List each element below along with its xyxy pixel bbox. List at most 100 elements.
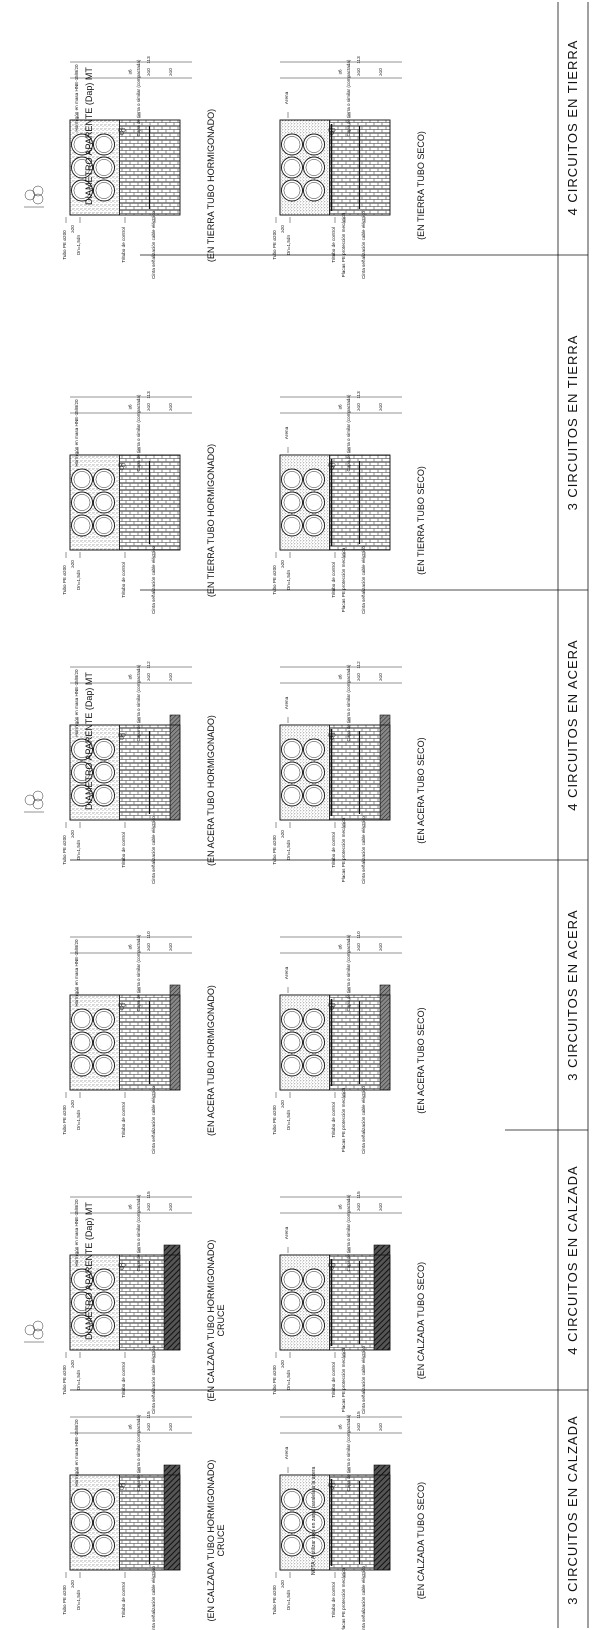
cable-tube-inner [305, 517, 323, 534]
cable-tube-inner [305, 494, 323, 511]
column-1: 3 CIRCUITOS EN CALZADA(EN CALZADA TUBO S… [62, 1389, 588, 1630]
control-tritube [117, 1002, 126, 1011]
dimension-value: ≥10 [168, 403, 173, 411]
right-labels: Capa de tierra o similar (compactada)Are… [284, 1414, 351, 1491]
bed-label: Hormigón en masa HNE-15/B/20 [74, 669, 79, 737]
cable-tube [71, 1511, 93, 1534]
cable-tube [93, 1054, 115, 1077]
component-label: Dn=1,5dn [76, 235, 81, 255]
cable-tube [303, 491, 325, 514]
tube-bank [281, 468, 325, 537]
section-caption: (EN ACERA TUBO HORMIGONADO) [206, 985, 216, 1136]
tube-bank [71, 1488, 115, 1557]
dimension-value: ≥6 [338, 1204, 343, 1210]
component-label: Placas PE protección mecánica [341, 1567, 346, 1630]
cable-tube [71, 156, 93, 179]
cable-tube [71, 133, 93, 156]
trench-outline [69, 454, 181, 551]
left-labels: Cinta señalización cable eléctricoPlacas… [272, 1566, 366, 1630]
section-caption: (EN CALZADA TUBO SECO) [416, 1482, 426, 1599]
cable-tube [281, 1314, 303, 1337]
cable-tube [303, 738, 325, 761]
cable-tube-inner [95, 136, 113, 153]
cable-tube [93, 1008, 115, 1031]
left-labels: Cinta señalización cable eléctrico Tritub… [62, 1566, 156, 1630]
column-2: 4 CIRCUITOS EN CALZADA(EN CALZADA TUBO S… [24, 1129, 588, 1414]
cable-tube-inner [95, 787, 113, 804]
cable-tube [281, 514, 303, 537]
component-label: Cinta señalización cable eléctrico [151, 1566, 156, 1630]
cable-tube [93, 761, 115, 784]
cable-tube [71, 1054, 93, 1077]
component-label: Tritubo de control [121, 1582, 126, 1618]
cable-tube-inner [283, 159, 301, 176]
cable-tube [93, 514, 115, 537]
bed-label: Arena [284, 91, 289, 104]
dimension-value: 113 [356, 56, 361, 64]
component-label: Tritubo de control [121, 1362, 126, 1398]
cable-tube-inner [305, 1057, 323, 1074]
column-header: 3 CIRCUITOS EN ACERA [565, 909, 580, 1080]
cable-tube [281, 1031, 303, 1054]
surface-layer [163, 1244, 181, 1351]
cable-tube-inner [95, 1034, 113, 1051]
cable-tube [93, 1268, 115, 1291]
cable-tube-inner [305, 787, 323, 804]
tube-bank [281, 1008, 325, 1077]
cable-tube [281, 1534, 303, 1557]
cable-tube-inner [305, 136, 323, 153]
dimension-value: 110 [356, 931, 361, 939]
cable-tube [281, 1511, 303, 1534]
cable-tube-inner [283, 136, 301, 153]
cable-tube-inner [305, 159, 323, 176]
cable-tube-inner [95, 1537, 113, 1554]
cable-tube [303, 1534, 325, 1557]
component-label: Dn=1,5dn [76, 570, 81, 590]
component-label: Tritubo de control [121, 227, 126, 263]
surface-layer [169, 714, 181, 821]
cable-tube [303, 1314, 325, 1337]
tube-bank [71, 468, 115, 537]
cable-tube-inner [283, 494, 301, 511]
cable-tube-inner [95, 159, 113, 176]
left-labels: Cinta señalización cable eléctricoPlacas… [272, 211, 366, 279]
dimension-value: ≥6 [338, 404, 343, 410]
dimension-value: ≥20 [70, 1360, 75, 1368]
dimension-value: ≥10 [168, 943, 173, 951]
tube-bank [71, 133, 115, 202]
bed-label: Arena [284, 1446, 289, 1459]
section-caption-2: CRUCE [216, 1304, 226, 1336]
dimension-value: ≥20 [280, 1100, 285, 1108]
backfill-layer [119, 724, 171, 821]
dimension-value: ≥6 [338, 674, 343, 680]
trench-outline [69, 119, 181, 216]
section-caption: (EN ACERA TUBO SECO) [416, 737, 426, 843]
usage-note: NOTA: A utilizar solo en zanja paralela … [311, 1466, 317, 1575]
backfill-layer [119, 994, 171, 1091]
section-caption-2: CRUCE [216, 1524, 226, 1556]
dimension-value: ≥10 [146, 68, 151, 76]
left-labels: Cinta señalización cable eléctricoPlacas… [272, 816, 366, 884]
cable-tube-inner [73, 1537, 91, 1554]
control-tritube [327, 1002, 336, 1011]
cable-tube [93, 1291, 115, 1314]
cable-tube-inner [305, 1034, 323, 1051]
trench-outline [69, 1474, 181, 1571]
section-caption: (EN ACERA TUBO HORMIGONADO) [206, 715, 216, 866]
component-label: Tritubo de control [121, 832, 126, 868]
column-3: 3 CIRCUITOS EN ACERA (EN ACERA TUBO SECO)… [62, 859, 588, 1154]
dimension-value: ≥20 [280, 560, 285, 568]
section-caption: (EN ACERA TUBO SECO) [416, 1007, 426, 1113]
cable-tube-inner [283, 764, 301, 781]
cable-tube-inner [95, 1317, 113, 1334]
component-label: Tritubo de control [331, 1362, 336, 1398]
trench-section-concrete-tube: (EN TIERRA TUBO HORMIGONADO)Cinta señali… [62, 56, 216, 279]
dimension-value: ≥20 [280, 225, 285, 233]
component-label: Tubo PE ø200 [62, 565, 67, 595]
left-labels: Cinta señalización cable eléctricoTritub… [62, 816, 156, 884]
cable-tube-inner [283, 1294, 301, 1311]
